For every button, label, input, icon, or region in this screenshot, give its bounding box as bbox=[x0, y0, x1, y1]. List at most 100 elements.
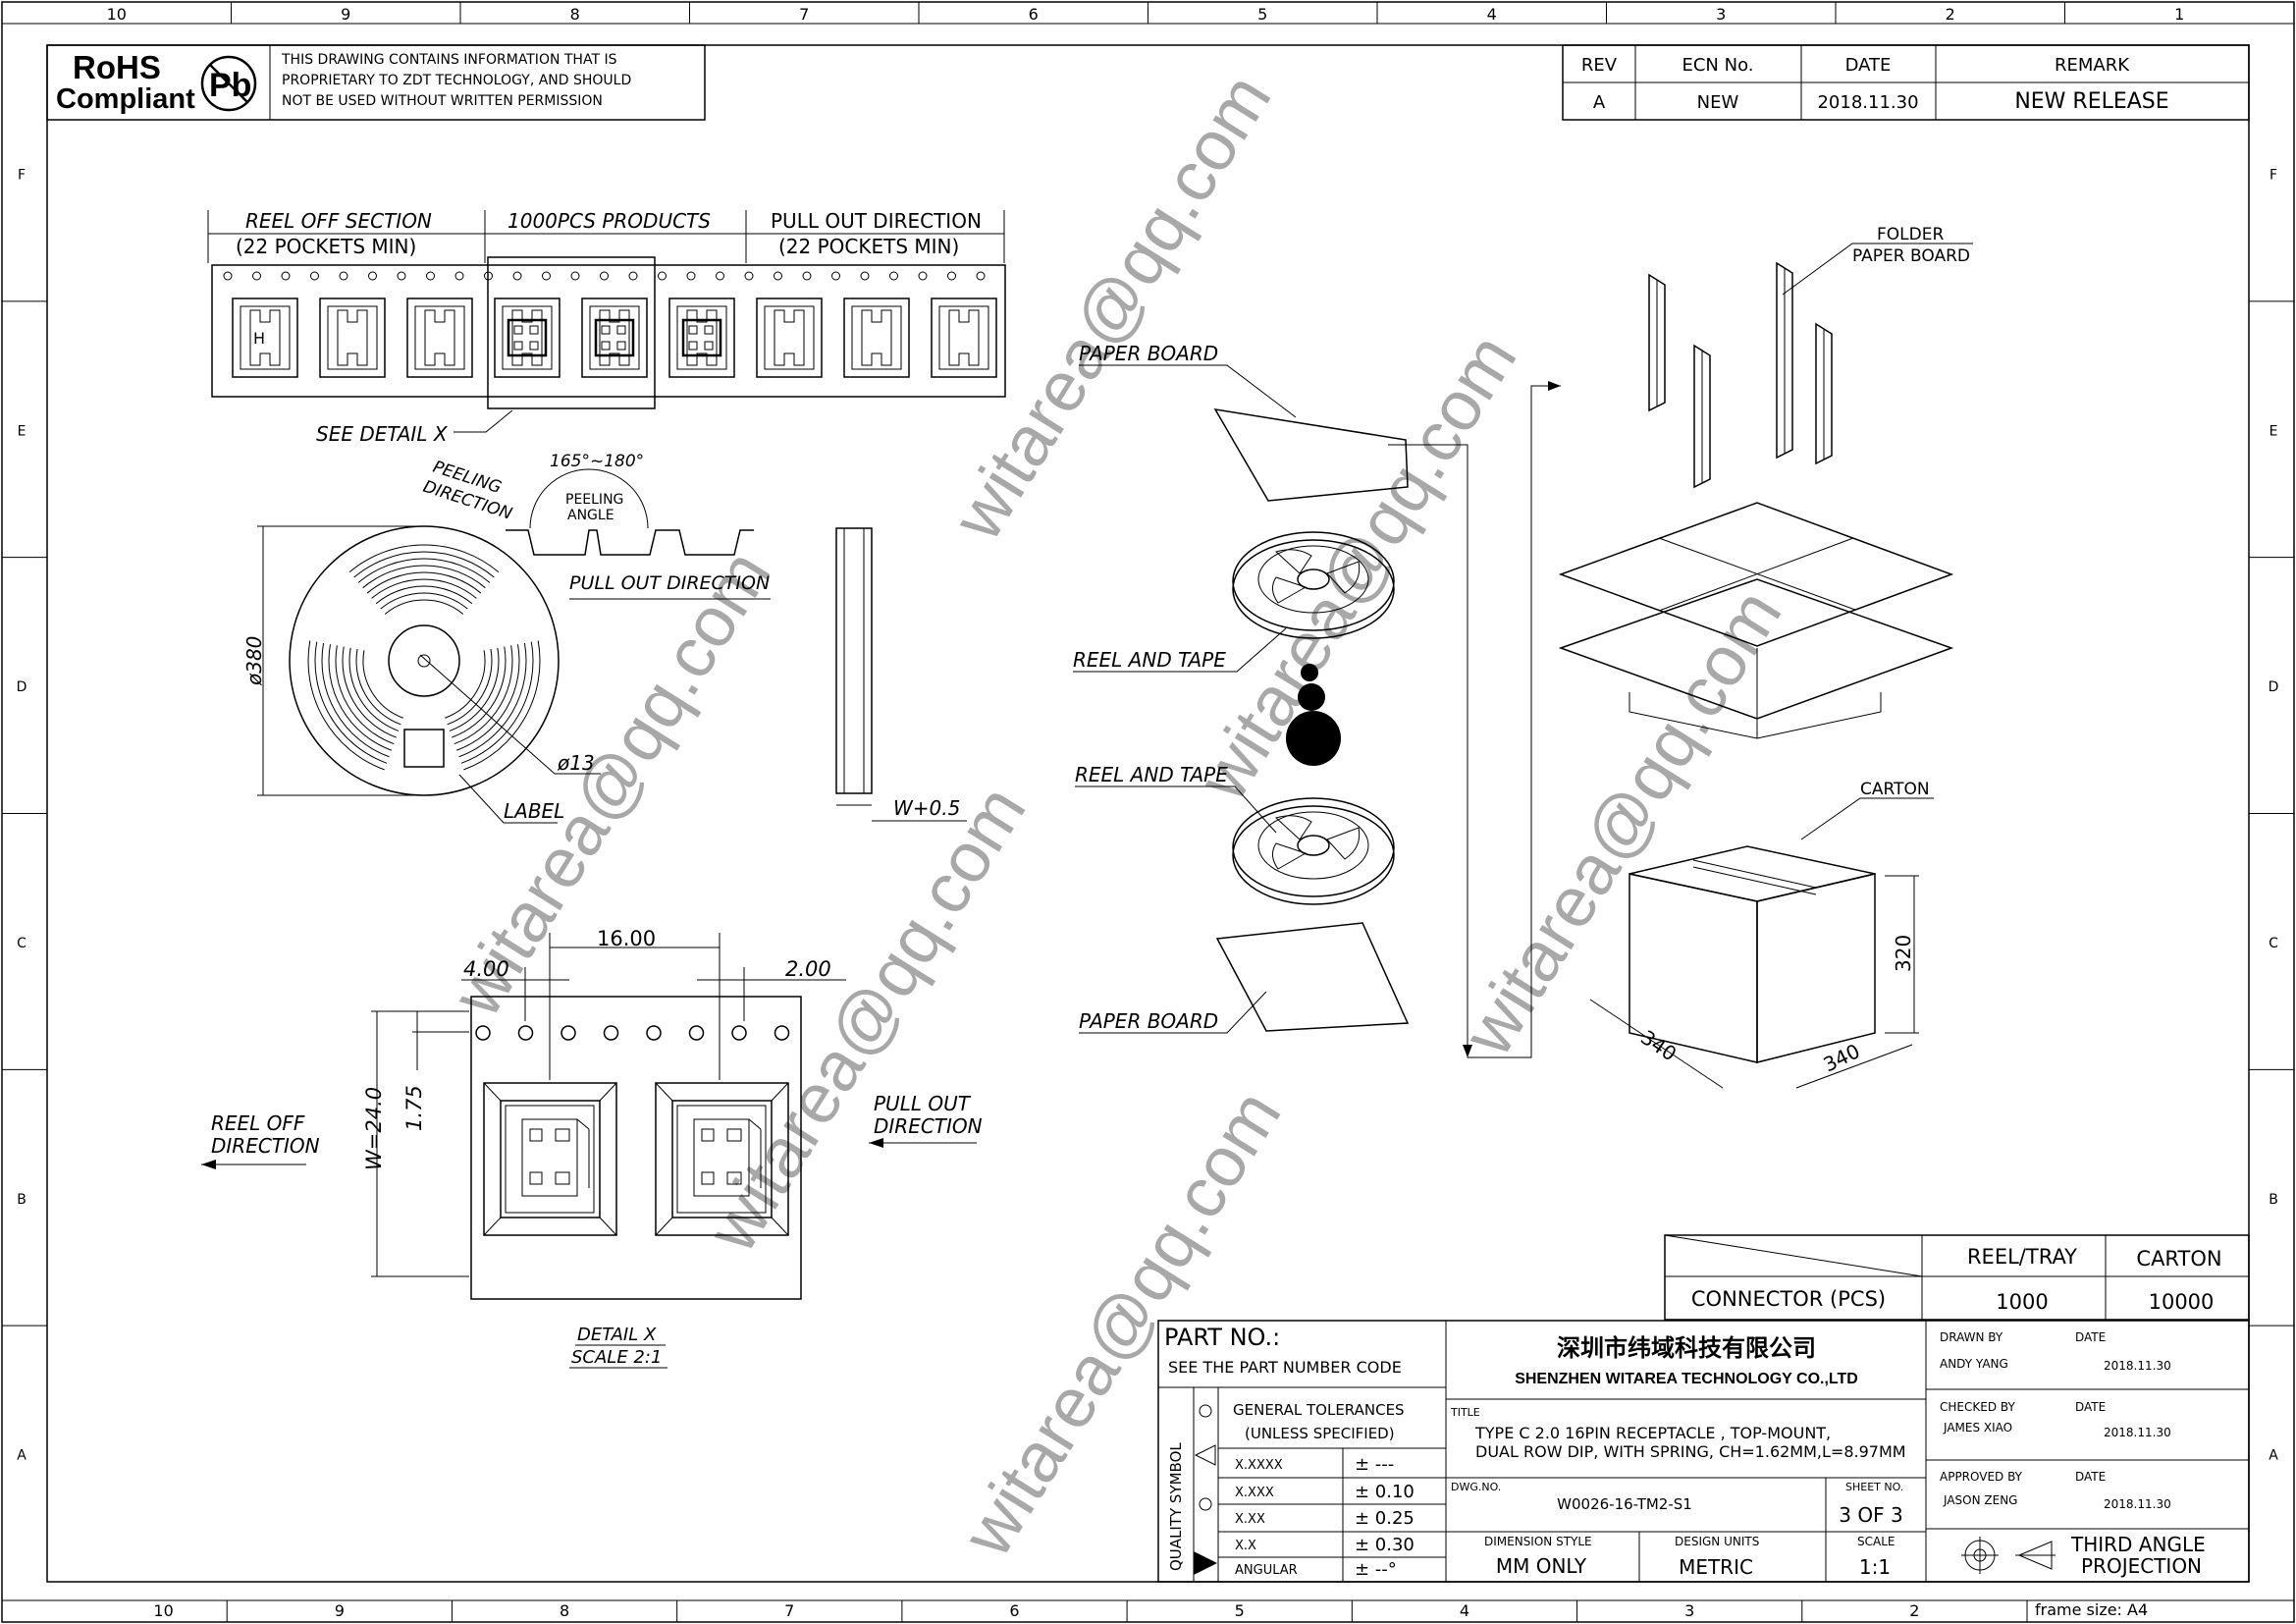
angle-range: 165°~180° bbox=[550, 452, 644, 471]
tape-pocket bbox=[319, 298, 386, 378]
watermark: witarea@qq.com bbox=[437, 537, 785, 1030]
approved-date-label: DATE bbox=[2075, 1470, 2106, 1484]
zone-col-label: 7 bbox=[799, 5, 809, 24]
approved-label: APPROVED BY bbox=[1940, 1470, 2023, 1484]
peeling-angle-2: ANGLE bbox=[567, 508, 614, 523]
title-label: TITLE bbox=[1450, 1406, 1480, 1419]
zone-col-label: 8 bbox=[560, 1601, 569, 1620]
paper-board-bottom-label: PAPER BOARD bbox=[1079, 1009, 1218, 1033]
remark-header: REMARK bbox=[2055, 55, 2130, 76]
notice-line-2: PROPRIETARY TO ZDT TECHNOLOGY, AND SHOUL… bbox=[282, 73, 631, 88]
zone-row-label: F bbox=[2269, 167, 2277, 183]
tape-pocket bbox=[406, 298, 473, 378]
scale-label: SCALE bbox=[1857, 1535, 1895, 1548]
tol-row-label: X.X bbox=[1235, 1539, 1256, 1553]
zone-col-label: 4 bbox=[1460, 1601, 1469, 1620]
detail-pocket-right bbox=[655, 1082, 789, 1236]
zone-col-label: 6 bbox=[1009, 1601, 1019, 1620]
pull-out-pockets-label: (22 POCKETS MIN) bbox=[778, 235, 959, 258]
reel-off-pockets-label: (22 POCKETS MIN) bbox=[236, 235, 416, 258]
pull-out-label-2: DIRECTION bbox=[874, 1114, 983, 1138]
company-en: SHENZHEN WITAREA TECHNOLOGY CO.,LTD bbox=[1515, 1371, 1858, 1387]
sprocket-hole bbox=[686, 271, 696, 281]
scale-value: 1:1 bbox=[1859, 1555, 1891, 1579]
zone-col-label: 3 bbox=[1716, 5, 1726, 24]
reel-tape-1-label: REEL AND TAPE bbox=[1073, 648, 1226, 672]
units-value: METRIC bbox=[1679, 1555, 1753, 1579]
sprocket-hole bbox=[454, 271, 464, 281]
checked-date-label: DATE bbox=[2075, 1400, 2106, 1414]
sprocket-hole bbox=[658, 271, 667, 281]
closed-carton bbox=[1629, 845, 1876, 1063]
pb-symbol: Pb bbox=[209, 67, 251, 104]
zone-row-label: E bbox=[2269, 423, 2278, 439]
checked-date: 2018.11.30 bbox=[2104, 1426, 2171, 1439]
reel-spoke-windows bbox=[307, 544, 541, 771]
zone-col-label: 1 bbox=[2174, 5, 2184, 24]
tolerance-rows: X.XXXX± ---X.XXX± 0.10X.XX± 0.25X.X± 0.3… bbox=[1235, 1454, 1415, 1580]
sprocket-hole bbox=[600, 271, 609, 281]
pull-out-label: PULL OUT DIRECTION bbox=[771, 209, 982, 233]
sprocket-hole bbox=[976, 271, 986, 281]
watermark: witarea@qq.com bbox=[1448, 576, 1796, 1069]
title-block: PART NO.: SEE THE PART NUMBER CODE 深圳市纬域… bbox=[1157, 1320, 2250, 1583]
detail-hole bbox=[475, 1025, 491, 1041]
approved-date: 2018.11.30 bbox=[2104, 1497, 2171, 1511]
lead-free-icon: Pb bbox=[200, 55, 257, 112]
zone-row-label: D bbox=[2269, 679, 2279, 695]
zone-col-label: 7 bbox=[784, 1601, 794, 1620]
zone-row-label: B bbox=[2269, 1192, 2278, 1208]
sprocket-hole bbox=[542, 271, 551, 281]
sprocket-hole bbox=[744, 271, 754, 281]
tape-pocket bbox=[232, 298, 298, 378]
see-detail-label: SEE DETAIL X bbox=[316, 422, 449, 446]
part-no-value: SEE THE PART NUMBER CODE bbox=[1168, 1358, 1402, 1377]
tol-row-value: ± --- bbox=[1355, 1454, 1394, 1475]
quantity-table: REEL/TRAY CARTON CONNECTOR (PCS) 1000 10… bbox=[1664, 1234, 2250, 1321]
peeling-angle-1: PEELING bbox=[565, 492, 623, 508]
reel-off-label-2: DIRECTION bbox=[211, 1134, 320, 1158]
rev-header: REV bbox=[1581, 55, 1618, 76]
drawn-date-label: DATE bbox=[2075, 1330, 2106, 1344]
pull-out-direction-label: PULL OUT DIRECTION bbox=[569, 572, 770, 594]
detail-hole bbox=[646, 1025, 662, 1041]
tol-row-label: X.XXXX bbox=[1235, 1458, 1283, 1473]
dim-hole-pitch: 4.00 bbox=[463, 957, 509, 981]
zone-row-label: A bbox=[17, 1448, 27, 1464]
folder-label-1: FOLDER bbox=[1877, 225, 1944, 244]
drawn-date: 2018.11.30 bbox=[2104, 1359, 2171, 1373]
sprocket-hole bbox=[223, 271, 233, 281]
carrier-tape-view: REEL OFF SECTION (22 POCKETS MIN) 1000PC… bbox=[207, 209, 1006, 446]
reel-off-arrow-icon bbox=[201, 1160, 216, 1169]
reel-top-1 bbox=[1232, 531, 1395, 639]
detail-scale: SCALE 2:1 bbox=[571, 1347, 662, 1368]
tol-title-1: GENERAL TOLERANCES bbox=[1233, 1401, 1405, 1419]
zone-col-label: 10 bbox=[153, 1601, 173, 1620]
label-box bbox=[403, 729, 445, 768]
reel-front-view: LABEL ø380 ø13 PEELING DIRECTION 165°~18… bbox=[242, 452, 967, 824]
dim-style-value: MM ONLY bbox=[1496, 1554, 1587, 1578]
zone-col-label: 2 bbox=[1946, 5, 1955, 24]
zone-row-label: C bbox=[2269, 936, 2278, 951]
tape-pockets bbox=[232, 298, 997, 378]
tol-row-label: ANGULAR bbox=[1235, 1563, 1298, 1578]
notice-line-3: NOT BE USED WITHOUT WRITTEN PERMISSION bbox=[282, 93, 603, 109]
sprocket-hole bbox=[252, 271, 261, 281]
company-cn: 深圳市纬域科技有限公司 bbox=[1557, 1334, 1816, 1362]
sprocket-hole bbox=[368, 271, 377, 281]
reel-width-dim: W+0.5 bbox=[893, 796, 960, 820]
detail-sprocket-holes bbox=[475, 1025, 790, 1041]
paper-board-top bbox=[1213, 408, 1409, 502]
connector-row-label: CONNECTOR (PCS) bbox=[1691, 1287, 1886, 1311]
open-carton bbox=[1558, 502, 1954, 739]
sprocket-hole bbox=[512, 271, 522, 281]
detail-hole bbox=[561, 1025, 576, 1041]
reel-tray-header: REEL/TRAY bbox=[1967, 1245, 2077, 1269]
zone-col-label: 8 bbox=[570, 5, 580, 24]
tol-row-value: ± 0.25 bbox=[1355, 1508, 1415, 1529]
reel-dot-icon bbox=[1286, 711, 1341, 766]
zone-col-label: 6 bbox=[1029, 5, 1039, 24]
